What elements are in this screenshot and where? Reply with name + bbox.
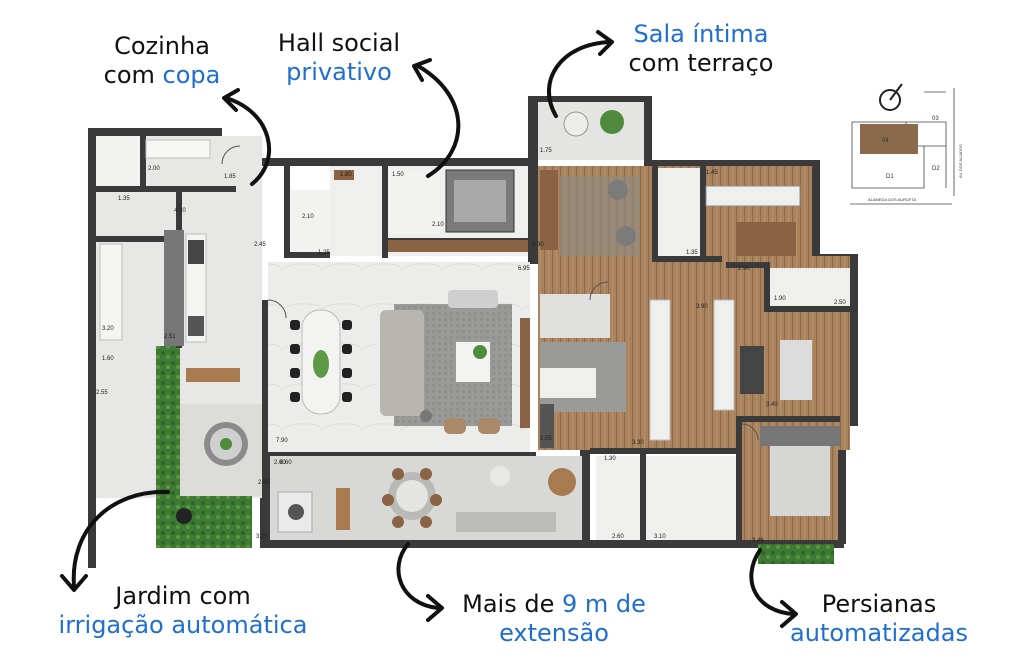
dim: 1.60 [102, 356, 114, 362]
dim: 2.90 [532, 242, 544, 248]
keymap-room-label: 03 [932, 116, 939, 122]
dim: 4.90 [174, 208, 186, 214]
callout-sala-highlight: Sala íntima [633, 20, 769, 48]
bed-master [770, 446, 830, 516]
callout-sala-line2: com terraço [628, 49, 774, 78]
keymap-room-label: D2 [932, 166, 940, 172]
sala-terrace [538, 102, 644, 160]
callout-cozinha-line2: com [103, 61, 163, 90]
callout-persianas-highlight: automatizadas [790, 619, 968, 648]
dim: 1.45 [706, 170, 718, 176]
dim: 2.85 [258, 480, 270, 486]
bath-3 [596, 456, 640, 540]
callout-extensao-line1: Mais de [462, 590, 562, 618]
dim: 3.30 [632, 440, 644, 446]
dim: 1.35 [118, 196, 130, 202]
dim: 3.90 [696, 304, 708, 310]
bed-2 [780, 340, 812, 400]
keymap-room-label: 04 [882, 138, 889, 144]
garden-bottom [156, 496, 252, 548]
dim: 1.35 [686, 250, 698, 256]
bed-1 [540, 368, 596, 398]
dim: 3.46 [752, 538, 764, 544]
dim: 1.85 [224, 174, 236, 180]
dim: 3.25 [256, 534, 268, 540]
bath-4 [646, 456, 736, 540]
dim: 3.20 [102, 326, 114, 332]
dim: 2.51 [164, 334, 176, 340]
compass-icon [879, 83, 903, 111]
callout-extensao: Mais de 9 m de extensão [448, 590, 660, 649]
bath-1 [658, 168, 700, 256]
dim: 3.10 [654, 534, 666, 540]
dim: 1.90 [340, 172, 352, 178]
callout-hall-line1: Hall social [277, 29, 401, 57]
dim: 2.10 [432, 222, 444, 228]
dim: 7.90 [276, 438, 288, 444]
callout-extensao-highlight-1: 9 m de [561, 590, 646, 618]
dim: 1.90 [774, 296, 786, 302]
dim: 1.25 [318, 250, 330, 256]
callout-persianas: Persianas automatizadas [776, 590, 982, 649]
lavabo [290, 190, 330, 252]
dim: 2.00 [148, 166, 160, 172]
dim: 1.55 [540, 436, 552, 442]
dim: 2.90 [738, 266, 750, 272]
callout-jardim: Jardim com irrigação automática [40, 582, 326, 641]
dim: 2.60 [612, 534, 624, 540]
dim: 1.50 [392, 172, 404, 178]
dim: 8.60 [280, 460, 292, 466]
dim: 2.50 [834, 300, 846, 306]
callout-cozinha-highlight: copa [162, 61, 221, 90]
callout-persianas-line1: Persianas [821, 590, 937, 618]
sofa [380, 310, 424, 416]
callout-hall-highlight: privativo [286, 58, 392, 87]
callout-cozinha-line1: Cozinha [114, 32, 210, 60]
callout-extensao-highlight-2: extensão [499, 619, 609, 648]
callout-sala: Sala íntima com terraço [612, 20, 790, 79]
dim: 6.95 [518, 266, 530, 272]
keymap-street-label: ALAMEDA DOS AURUFTA [868, 197, 916, 202]
dim: 2.45 [254, 242, 266, 248]
callout-hall: Hall social privativo [266, 29, 412, 88]
dim: 3.40 [766, 402, 778, 408]
service-bath [96, 136, 140, 186]
dim: 2.10 [302, 214, 314, 220]
keymap-side-label: AV. DOS ALIADOS [958, 144, 963, 178]
keymap-room-label: D1 [886, 174, 894, 180]
callout-cozinha: Cozinha com copa [88, 32, 236, 91]
dim: 1.30 [604, 456, 616, 462]
key-map: 04 03 D1 D2 ALAMEDA DOS AURUFTA AV. DOS … [850, 83, 963, 205]
dim: 1.75 [540, 148, 552, 154]
dim: 2.55 [96, 390, 108, 396]
callout-jardim-line1: Jardim com [115, 582, 251, 610]
bath-2 [770, 268, 850, 306]
callout-jardim-highlight: irrigação automática [58, 611, 308, 640]
dim: 2.60 [274, 460, 286, 466]
